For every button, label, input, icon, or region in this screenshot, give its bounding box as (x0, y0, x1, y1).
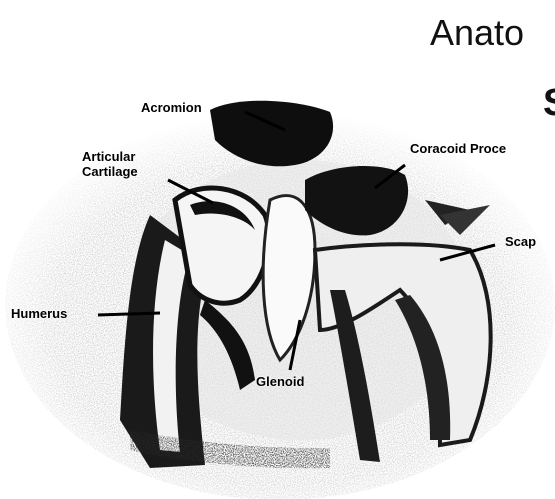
label-glenoid: Glenoid (256, 374, 304, 389)
label-coracoid-process: Coracoid Proce (410, 141, 506, 156)
humerus-leader (98, 313, 160, 315)
label-articular-line1: Articular (82, 149, 138, 164)
label-articular-cartilage: Articular Cartilage (82, 149, 138, 179)
label-scapula: Scap (505, 234, 536, 249)
label-acromion: Acromion (141, 100, 202, 115)
label-humerus: Humerus (11, 306, 67, 321)
label-articular-line2: Cartilage (82, 164, 138, 179)
